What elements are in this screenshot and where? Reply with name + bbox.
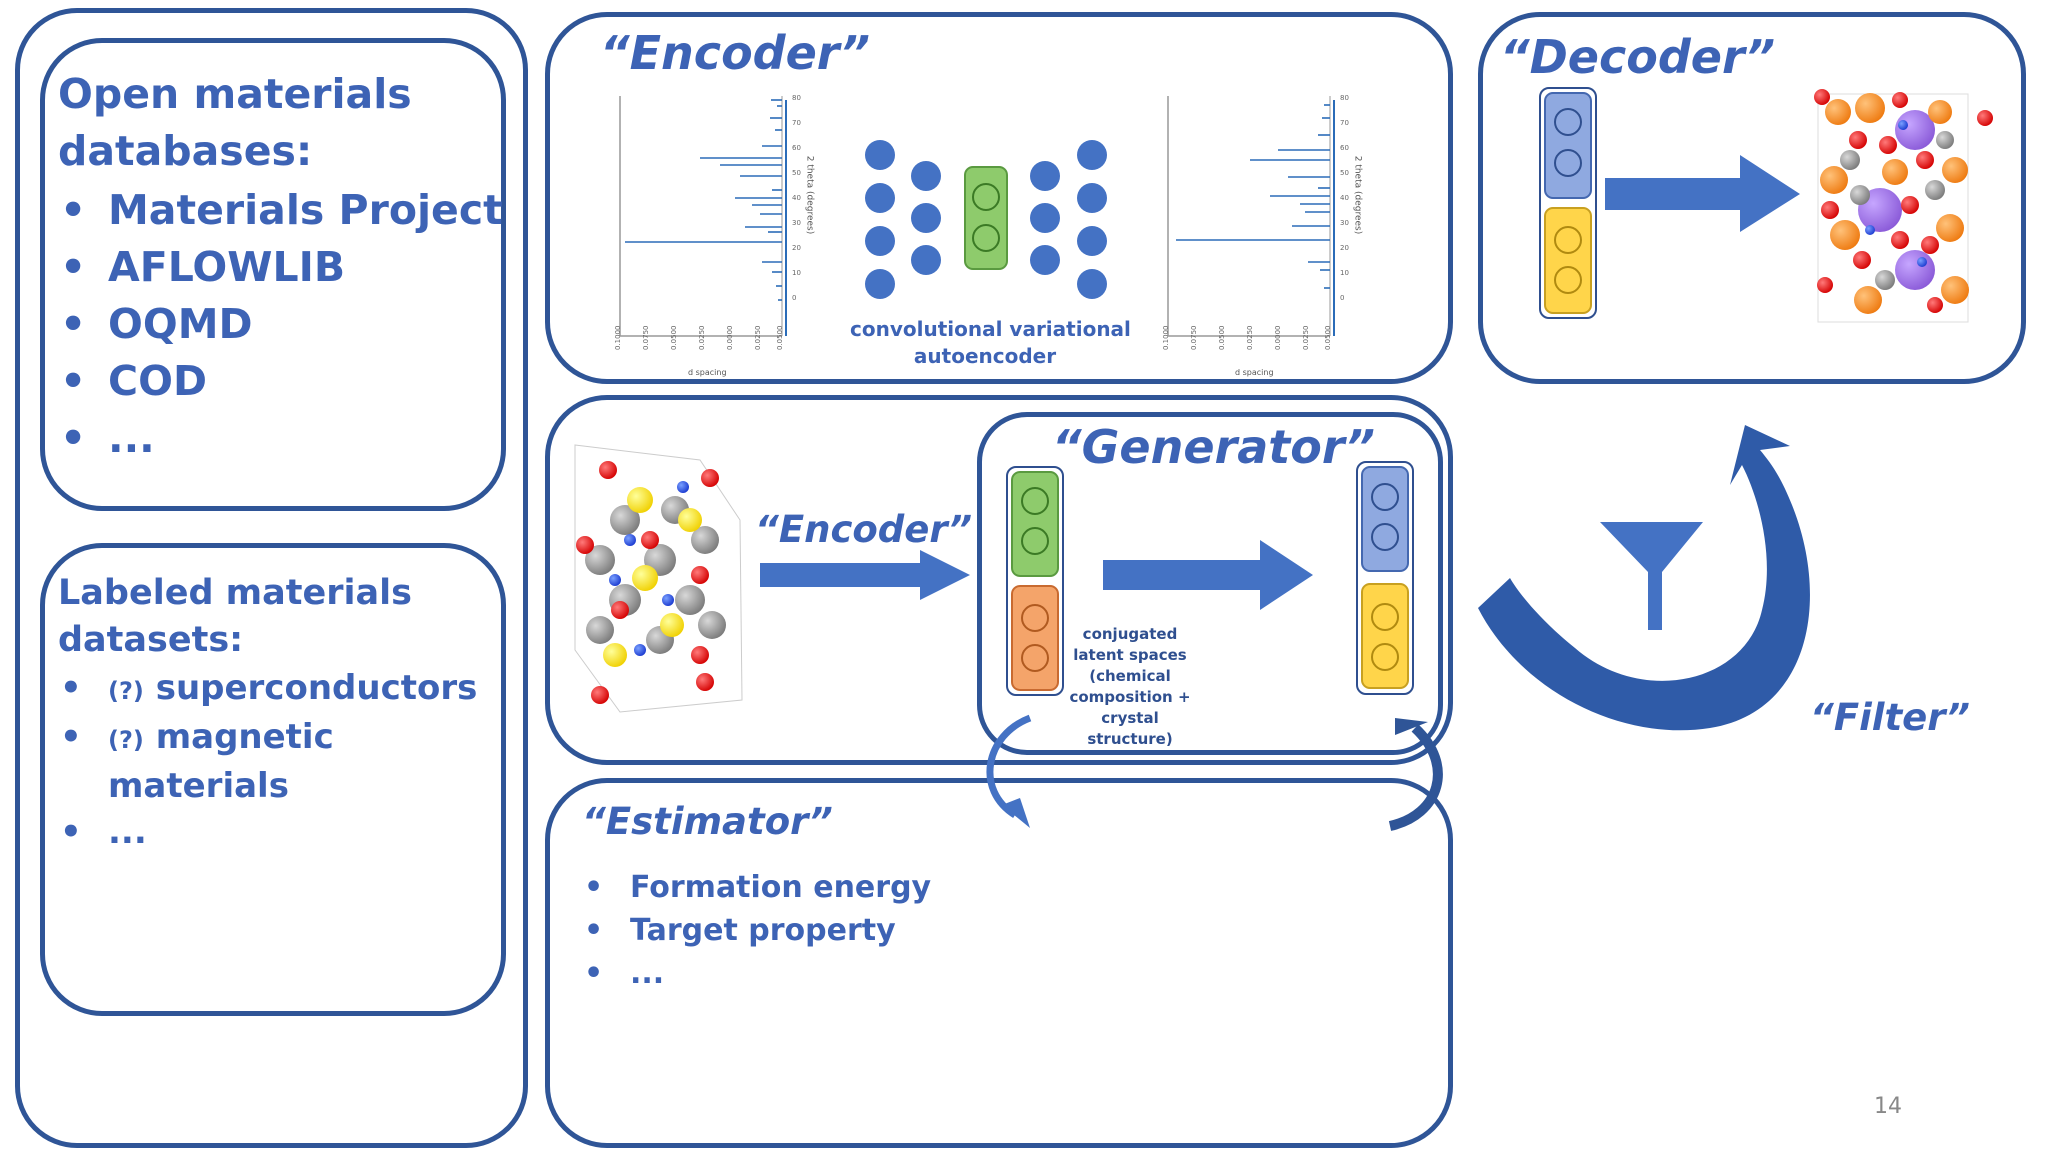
spectrum-axis-label-bottom: d spacing [1235, 368, 1274, 377]
datasets-title: Labeled materials datasets: [58, 573, 412, 660]
svg-text:0.0250: 0.0250 [1302, 326, 1310, 351]
estimator-item: Formation energy [582, 866, 931, 909]
filter-label: “Filter” [1810, 696, 1971, 739]
outer-left-panel [15, 8, 528, 1148]
page-number: 14 [1874, 1094, 1902, 1119]
databases-title: Open materials databases: [58, 70, 412, 175]
dataset-item-continuation: materials [108, 766, 289, 806]
latent-space-caption: conjugated latent spaces (chemical compo… [1069, 625, 1191, 748]
svg-text:40: 40 [792, 194, 801, 202]
generator-encoder-arrow [760, 550, 970, 600]
svg-text:0.0000: 0.0000 [726, 326, 734, 351]
decoder-arrow [1605, 155, 1800, 232]
generator-latent-stack-input [1006, 466, 1064, 696]
database-item: Materials Project [58, 182, 503, 239]
svg-text:10: 10 [1340, 269, 1349, 277]
decoder-title: “Decoder” [1500, 30, 1776, 84]
generator-encoder-label: “Encoder” [755, 508, 973, 551]
databases-list: Materials Project AFLOWLIB OQMD COD ... [58, 182, 503, 467]
dataset-item: ... [58, 809, 477, 855]
svg-text:50: 50 [792, 169, 801, 177]
svg-text:0.0750: 0.0750 [1190, 326, 1198, 351]
xrd-spectrum-plot-reconstructed: 0.1000 0.0750 0.0500 0.0250 0.0000 0.025… [1162, 94, 1349, 350]
encoder-panel [545, 12, 1453, 384]
estimator-feedback-arrow-left [986, 714, 1032, 828]
svg-text:0: 0 [792, 294, 796, 302]
svg-text:20: 20 [1340, 244, 1349, 252]
svg-text:60: 60 [1340, 144, 1349, 152]
databases-panel [40, 38, 506, 511]
xrd-spectrum-plot: 0.1000 0.0750 0.0500 0.0250 0.0000 0.025… [614, 94, 801, 350]
estimator-feedback-arrow-right [1388, 718, 1443, 831]
svg-text:30: 30 [1340, 219, 1349, 227]
svg-text:30: 30 [792, 219, 801, 227]
svg-text:80: 80 [1340, 94, 1349, 102]
estimator-item: Target property [582, 909, 931, 952]
database-item: AFLOWLIB [58, 239, 503, 296]
svg-text:60: 60 [792, 144, 801, 152]
svg-text:0.1000: 0.1000 [1162, 326, 1170, 351]
datasets-panel [40, 543, 506, 1016]
svg-text:70: 70 [792, 119, 801, 127]
svg-text:0.0500: 0.0500 [1324, 326, 1332, 351]
generator-latent-stack-output [1356, 461, 1414, 695]
encoder-title: “Encoder” [600, 26, 870, 80]
estimator-item: ... [582, 952, 931, 995]
estimator-list: Formation energy Target property ... [582, 866, 931, 995]
decoder-latent-stack [1539, 87, 1597, 319]
generator-inner-panel [977, 412, 1443, 755]
svg-text:50: 50 [1340, 169, 1349, 177]
autoencoder-network [865, 140, 1107, 299]
dataset-item: (?) superconductors [58, 665, 477, 714]
svg-text:0.0500: 0.0500 [776, 326, 784, 351]
svg-text:0.0750: 0.0750 [642, 326, 650, 351]
decoded-crystal-structure [1814, 89, 1993, 323]
spectrum-axis-label-bottom: d spacing [688, 368, 727, 377]
decoder-panel [1478, 12, 2026, 384]
svg-text:0.0250: 0.0250 [754, 326, 762, 351]
estimator-title: “Estimator” [582, 800, 833, 843]
svg-text:0.0500: 0.0500 [670, 326, 678, 351]
filter-loop-arrow [1478, 425, 1810, 731]
svg-text:40: 40 [1340, 194, 1349, 202]
svg-text:0.0500: 0.0500 [1218, 326, 1226, 351]
encoder-caption: convolutional variational autoencoder [850, 317, 1131, 368]
database-item: ... [58, 410, 503, 467]
generator-arrow [1103, 540, 1313, 610]
estimator-panel [545, 778, 1453, 1148]
generator-title: “Generator” [1052, 420, 1376, 474]
dataset-item: (?) magnetic [58, 714, 477, 763]
input-crystal-structure [574, 444, 743, 713]
generator-outer-panel [545, 395, 1453, 765]
svg-text:70: 70 [1340, 119, 1349, 127]
svg-text:10: 10 [792, 269, 801, 277]
svg-text:80: 80 [792, 94, 801, 102]
svg-text:20: 20 [792, 244, 801, 252]
svg-text:0.1000: 0.1000 [614, 326, 622, 351]
svg-text:0: 0 [1340, 294, 1344, 302]
database-item: COD [58, 353, 503, 410]
svg-text:0.0250: 0.0250 [698, 326, 706, 351]
svg-text:0.0250: 0.0250 [1246, 326, 1254, 351]
database-item: OQMD [58, 296, 503, 353]
datasets-list: (?) superconductors (?) magnetic materia… [58, 665, 477, 855]
filter-funnel-icon [1600, 522, 1703, 630]
svg-text:0.0000: 0.0000 [1274, 326, 1282, 351]
